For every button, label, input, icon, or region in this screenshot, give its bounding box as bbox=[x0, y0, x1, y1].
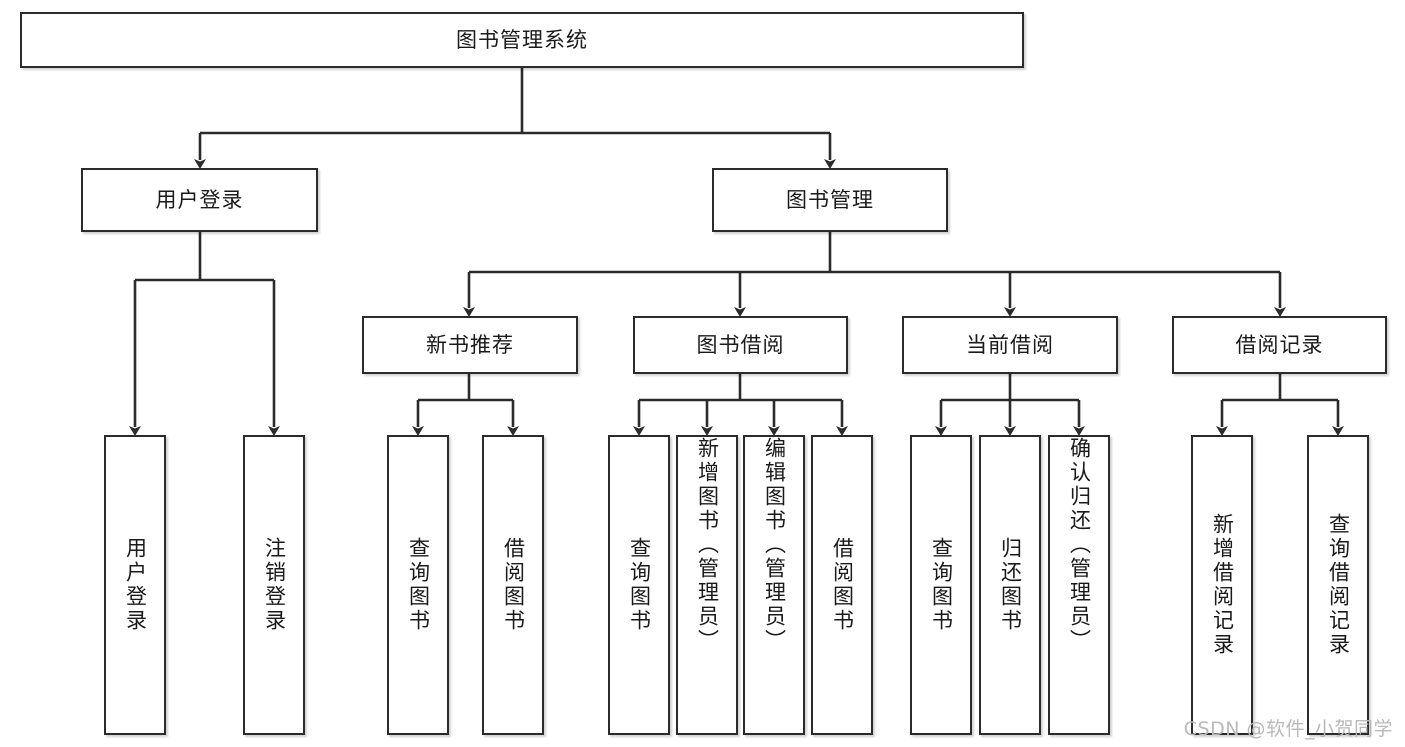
leaf-query-book-2[interactable]: 查询图书 bbox=[608, 435, 670, 735]
leaf-query-book-3[interactable]: 查询图书 bbox=[910, 435, 972, 735]
node-user-login-label: 用户登录 bbox=[155, 187, 244, 212]
leaf-confirm-return[interactable]: 确认归还（管理员） bbox=[1048, 435, 1110, 735]
node-new-book-recommend[interactable]: 新书推荐 bbox=[362, 316, 578, 374]
leaf-query-book-1[interactable]: 查询图书 bbox=[387, 435, 449, 735]
leaf-user-logout-label: 注销登录 bbox=[262, 537, 287, 633]
node-book-borrow[interactable]: 图书借阅 bbox=[633, 316, 848, 374]
node-new-book-recommend-label: 新书推荐 bbox=[426, 332, 514, 357]
leaf-user-login-label: 用户登录 bbox=[123, 537, 148, 633]
leaf-add-record[interactable]: 新增借阅记录 bbox=[1191, 435, 1253, 735]
leaf-edit-book-label: 编辑图书（管理员） bbox=[762, 437, 787, 653]
leaf-query-book-3-label: 查询图书 bbox=[929, 537, 954, 633]
leaf-user-login[interactable]: 用户登录 bbox=[104, 435, 166, 735]
leaf-user-logout[interactable]: 注销登录 bbox=[243, 435, 305, 735]
leaf-add-book[interactable]: 新增图书（管理员） bbox=[676, 435, 738, 735]
node-book-management[interactable]: 图书管理 bbox=[712, 168, 948, 232]
node-current-borrow-label: 当前借阅 bbox=[966, 332, 1054, 357]
leaf-confirm-return-label: 确认归还（管理员） bbox=[1067, 437, 1092, 653]
leaf-query-book-2-label: 查询图书 bbox=[627, 537, 652, 633]
node-book-borrow-label: 图书借阅 bbox=[696, 332, 785, 357]
leaf-add-record-label: 新增借阅记录 bbox=[1210, 513, 1235, 657]
node-book-management-label: 图书管理 bbox=[786, 187, 874, 212]
leaf-query-record-label: 查询借阅记录 bbox=[1326, 513, 1351, 657]
node-borrow-record-label: 借阅记录 bbox=[1235, 332, 1324, 357]
leaf-query-book-1-label: 查询图书 bbox=[406, 537, 431, 633]
leaf-edit-book[interactable]: 编辑图书（管理员） bbox=[743, 435, 805, 735]
node-root[interactable]: 图书管理系统 bbox=[20, 12, 1024, 68]
node-user-login[interactable]: 用户登录 bbox=[81, 168, 318, 232]
node-current-borrow[interactable]: 当前借阅 bbox=[902, 316, 1118, 374]
leaf-borrow-book-1-label: 借阅图书 bbox=[501, 537, 526, 633]
leaf-add-book-label: 新增图书（管理员） bbox=[695, 437, 720, 653]
node-root-label: 图书管理系统 bbox=[456, 27, 588, 52]
leaf-query-record[interactable]: 查询借阅记录 bbox=[1307, 435, 1369, 735]
leaf-borrow-book-2-label: 借阅图书 bbox=[830, 537, 855, 633]
leaf-borrow-book-2[interactable]: 借阅图书 bbox=[811, 435, 873, 735]
csdn-watermark: CSDN @软件_小贺同学 bbox=[1183, 718, 1393, 740]
leaf-return-book[interactable]: 归还图书 bbox=[979, 435, 1041, 735]
node-borrow-record[interactable]: 借阅记录 bbox=[1172, 316, 1387, 374]
leaf-borrow-book-1[interactable]: 借阅图书 bbox=[482, 435, 544, 735]
leaf-return-book-label: 归还图书 bbox=[998, 537, 1023, 633]
